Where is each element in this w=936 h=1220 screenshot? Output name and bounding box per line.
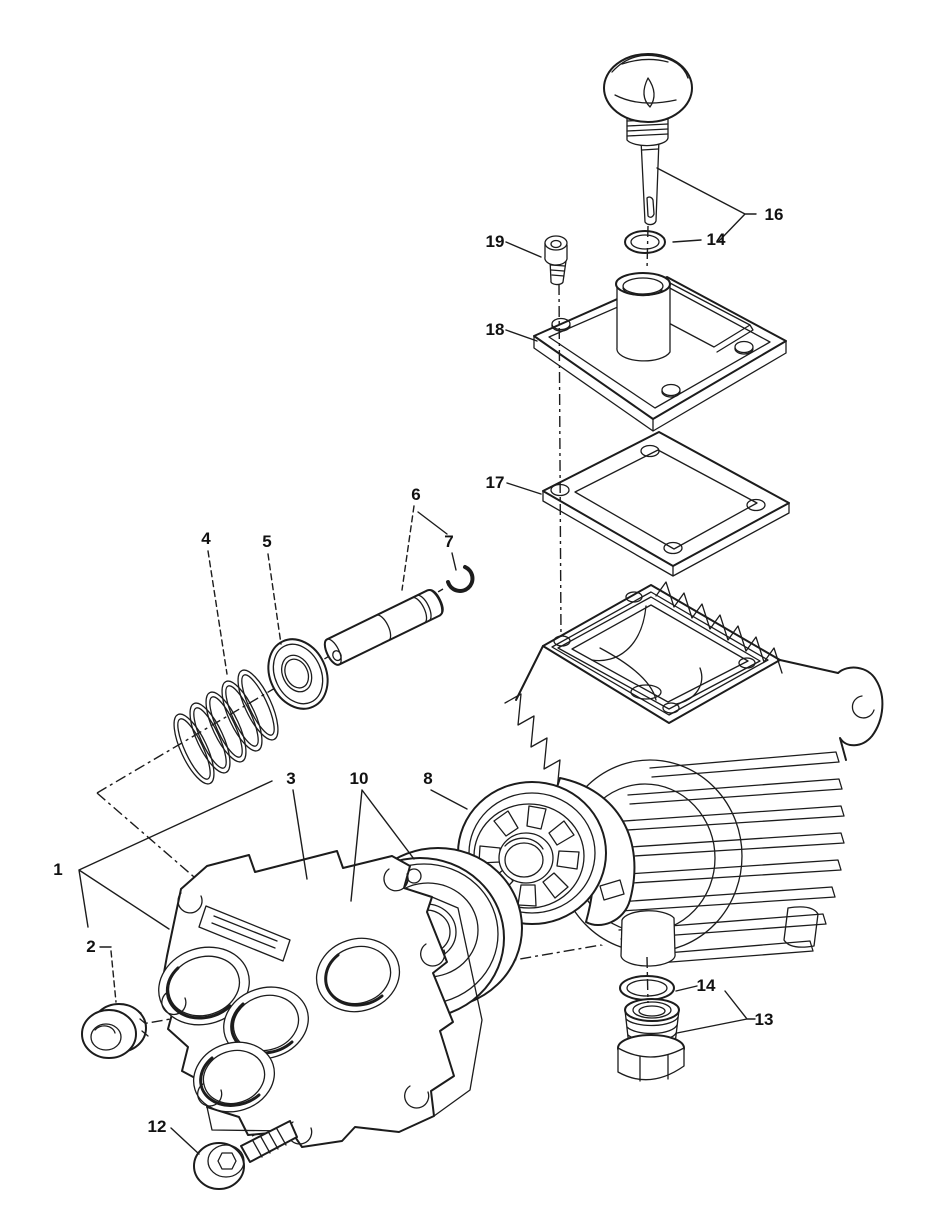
oil-dipstick: [603, 53, 693, 226]
centerline-screw19: [558, 283, 562, 638]
callout-3: 3: [286, 769, 295, 788]
callout-14-bottom: 14: [697, 976, 716, 995]
leader-lines: [78, 167, 757, 1155]
hex-socket-screw-12: [193, 1120, 298, 1190]
callout-17: 17: [486, 473, 505, 492]
callout-4: 4: [201, 529, 211, 548]
callout-8: 8: [423, 769, 432, 788]
callout-5: 5: [262, 532, 271, 551]
centerline-dipstick: [646, 225, 649, 271]
cooling-fins: [597, 751, 845, 965]
cover-gasket: [542, 431, 790, 577]
o-ring-top: [624, 230, 666, 254]
callout-6: 6: [411, 485, 420, 504]
callout-18: 18: [486, 320, 505, 339]
cylinder-head-flange: [158, 850, 483, 1148]
hex-socket-screw-19: [544, 235, 568, 286]
callout-2: 2: [86, 937, 95, 956]
circlip: [446, 565, 475, 593]
callout-10: 10: [350, 769, 369, 788]
centerline-drain: [646, 956, 649, 1004]
callout-13: 13: [755, 1010, 774, 1029]
piston-pin: [323, 588, 444, 666]
washer: [267, 638, 329, 710]
callout-19: 19: [486, 232, 505, 251]
drain-plug: [617, 998, 685, 1082]
callout-14-top: 14: [707, 230, 726, 249]
crankcase-cover-plate: [533, 272, 787, 432]
callout-16: 16: [765, 205, 784, 224]
callout-12: 12: [148, 1117, 167, 1136]
callouts: 1 2 3 4 5 6 7 8 10 12 13 14 14 16 17 18 …: [53, 205, 783, 1136]
callout-1: 1: [53, 860, 62, 879]
seal-ring: [81, 1003, 149, 1059]
coil-spring: [173, 669, 279, 785]
callout-7: 7: [444, 532, 453, 551]
